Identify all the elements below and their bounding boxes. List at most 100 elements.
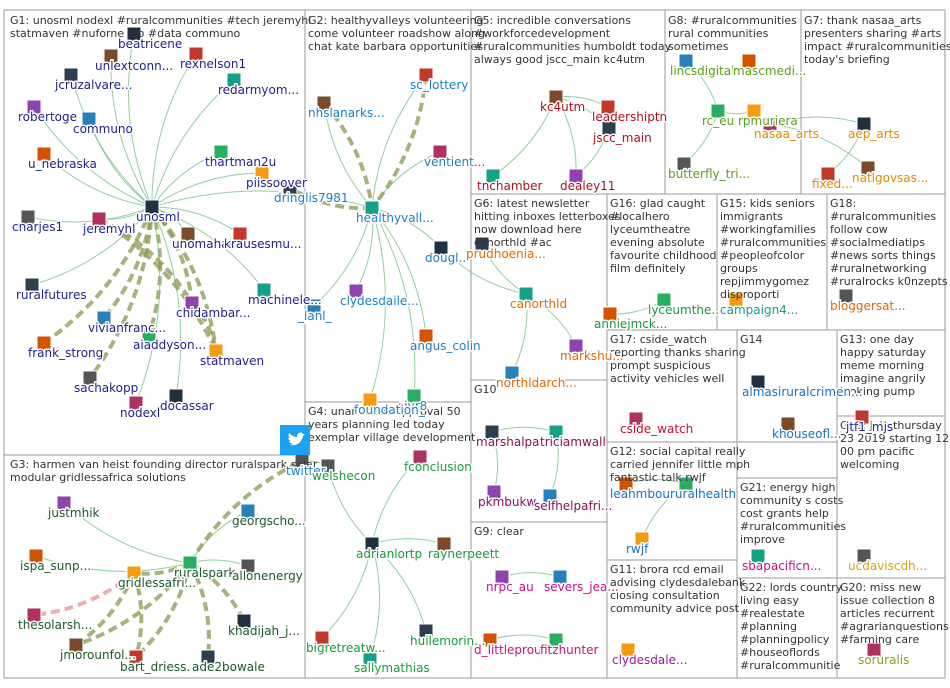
node-avatar-krausesmu[interactable] bbox=[232, 226, 248, 242]
node-avatar-d-littleprou[interactable] bbox=[482, 632, 498, 648]
node-avatar-chidambar[interactable] bbox=[184, 295, 200, 311]
node-label-communo[interactable]: communo bbox=[72, 121, 135, 138]
node-avatar-sjvr8[interactable] bbox=[406, 388, 422, 404]
node-avatar-pkmbukw[interactable] bbox=[486, 484, 502, 500]
node-label-raynerpeett[interactable]: raynerpeett bbox=[427, 546, 501, 563]
node-label-khouseofl[interactable]: khouseofl... bbox=[771, 426, 843, 443]
node-avatar-cnarjes1[interactable] bbox=[20, 209, 36, 225]
node-avatar-machinele[interactable] bbox=[256, 282, 272, 298]
node-label-twitter[interactable]: twitter bbox=[285, 463, 328, 480]
node-avatar-foundation[interactable] bbox=[362, 392, 378, 408]
node-avatar-kc4utm[interactable] bbox=[548, 89, 564, 105]
node-avatar-lanl[interactable] bbox=[306, 298, 322, 314]
node-label-unomahac[interactable]: unomahac... bbox=[171, 236, 249, 253]
node-label-u-nebraska[interactable]: u_nebraska bbox=[27, 156, 99, 173]
node-avatar-adrianlortp[interactable] bbox=[364, 536, 380, 552]
node-avatar-nrpc-au[interactable] bbox=[494, 569, 510, 585]
node-avatar-anniejmck[interactable] bbox=[602, 306, 618, 322]
node-avatar-gridlessafri[interactable] bbox=[126, 565, 142, 581]
node-avatar-selfhelpafri[interactable] bbox=[542, 488, 558, 504]
node-avatar-khouseofl[interactable] bbox=[780, 416, 796, 432]
node-avatar-unomahac[interactable] bbox=[180, 226, 196, 242]
node-label-bigretreatw[interactable]: bigretreatw... bbox=[305, 640, 388, 657]
node-label-frank-strong[interactable]: frank_strong bbox=[27, 345, 105, 362]
node-label-beatricene[interactable]: beatricene bbox=[117, 36, 184, 53]
node-avatar-ventient[interactable] bbox=[432, 144, 448, 160]
node-avatar-prudhoenia[interactable] bbox=[474, 236, 490, 252]
node-label-jcruzalvare[interactable]: jcruzalvare... bbox=[53, 77, 134, 94]
node-avatar-sachakopp[interactable] bbox=[82, 370, 98, 386]
node-avatar-frank-strong[interactable] bbox=[36, 335, 52, 351]
node-avatar-sbapacificn[interactable] bbox=[750, 548, 766, 564]
node-label-statmaven[interactable]: statmaven bbox=[199, 353, 266, 370]
node-avatar-butterfly-tri[interactable] bbox=[676, 156, 692, 172]
node-label-robertoge[interactable]: robertoge bbox=[17, 109, 79, 126]
node-label-prudhoenia[interactable]: prudhoenia... bbox=[465, 246, 548, 263]
node-label-rc-eu[interactable]: rc_eu bbox=[701, 113, 736, 130]
node-avatar-bart-driess[interactable] bbox=[128, 649, 144, 665]
node-label-ruralhealth[interactable]: ruralhealth bbox=[669, 486, 738, 503]
node-avatar-justmhik[interactable] bbox=[56, 495, 72, 511]
node-avatar-beatricene[interactable] bbox=[126, 26, 142, 42]
node-avatar-thesolarsh[interactable] bbox=[26, 607, 42, 623]
node-label-piissoover[interactable]: piissoover bbox=[245, 175, 309, 192]
node-avatar-jeremyhl[interactable] bbox=[91, 211, 107, 227]
node-avatar-natlgovsas[interactable] bbox=[860, 160, 876, 176]
node-avatar-triciamwall[interactable] bbox=[548, 424, 564, 440]
node-label-gridlessafri[interactable]: gridlessafri... bbox=[117, 575, 198, 592]
node-label-butterfly-tri[interactable]: butterfly_tri... bbox=[667, 166, 752, 183]
node-avatar-northldarch[interactable] bbox=[504, 365, 520, 381]
node-label-unlextconn[interactable]: unlextconn... bbox=[94, 58, 175, 75]
node-label-dealey11[interactable]: dealey11 bbox=[559, 178, 617, 195]
node-label-aep-arts[interactable]: aep_arts bbox=[847, 126, 902, 143]
node-avatar-mascmedi[interactable] bbox=[741, 53, 757, 69]
node-label-ucdaviscdh[interactable]: ucdaviscdh... bbox=[847, 558, 929, 575]
node-avatar-dealey11[interactable] bbox=[568, 168, 584, 184]
node-avatar-huilemorin[interactable] bbox=[418, 623, 434, 639]
node-label-markshu[interactable]: markshu... bbox=[559, 348, 626, 365]
node-label-sjvr8[interactable]: sjvr8 bbox=[397, 398, 429, 415]
node-label-anniejmck[interactable]: anniejmck... bbox=[593, 316, 669, 333]
node-label-selfhelpafri[interactable]: selfhelpafri... bbox=[533, 498, 614, 515]
node-avatar-clydesdale[interactable] bbox=[620, 642, 636, 658]
node-label-nasaa-arts[interactable]: nasaa_arts bbox=[753, 126, 821, 143]
node-label-ventient[interactable]: ventient... bbox=[423, 154, 487, 171]
node-avatar-unlextconn[interactable] bbox=[103, 48, 119, 64]
node-label-bloggersat[interactable]: bloggersat... bbox=[829, 298, 908, 315]
node-avatar-rpmuriera[interactable] bbox=[746, 103, 762, 119]
node-avatar-sallymathias[interactable] bbox=[362, 650, 378, 666]
node-label-nodexl[interactable]: nodexl bbox=[119, 405, 162, 422]
node-avatar-markshu[interactable] bbox=[568, 338, 584, 354]
node-label-campaign4[interactable]: campaign4... bbox=[719, 302, 800, 319]
node-label-angus-colin[interactable]: angus_colin bbox=[409, 338, 483, 355]
node-avatar-fconclusion[interactable] bbox=[412, 449, 428, 465]
node-avatar-jscc-main[interactable] bbox=[601, 120, 617, 136]
node-avatar-rc-eu[interactable] bbox=[710, 103, 726, 119]
node-avatar-unosml[interactable] bbox=[144, 199, 160, 215]
node-avatar-leadershiptn[interactable] bbox=[600, 99, 616, 115]
node-avatar-redarmyom[interactable] bbox=[226, 72, 242, 88]
node-label-vivianfranc[interactable]: vivianfranc... bbox=[87, 320, 168, 337]
node-avatar-thartman2u[interactable] bbox=[213, 144, 229, 160]
node-label-thesolarsh[interactable]: thesolarsh... bbox=[17, 617, 94, 634]
node-label-severs-jea[interactable]: severs_jea... bbox=[543, 579, 621, 596]
node-avatar-docassar[interactable] bbox=[168, 388, 184, 404]
node-avatar-tnchamber[interactable] bbox=[485, 168, 501, 184]
node-label-almasiruralcrimen[interactable]: almasiruralcrimen... bbox=[741, 384, 864, 401]
node-label-mascmedi[interactable]: mascmedi... bbox=[732, 63, 808, 80]
node-label-leahmbou[interactable]: leahmbou... bbox=[609, 486, 683, 503]
node-label-adrianlortp[interactable]: adrianlortp bbox=[355, 546, 424, 563]
node-label-healthyvall[interactable]: healthyvall... bbox=[355, 210, 436, 227]
node-label-d-littleprou[interactable]: d_littleprou bbox=[473, 642, 544, 659]
node-label-soruralis[interactable]: soruralis bbox=[857, 652, 911, 669]
node-label-ispa-sunp[interactable]: ispa_sunp... bbox=[19, 558, 93, 575]
node-label-welshecon[interactable]: welshecon bbox=[311, 468, 377, 485]
node-avatar-nhslanarks[interactable] bbox=[316, 95, 332, 111]
node-label-lyceumthe[interactable]: lyceumthe... bbox=[647, 302, 725, 319]
node-label-fitzhunter[interactable]: fitzhunter bbox=[539, 642, 600, 659]
node-avatar-welshecon[interactable] bbox=[320, 458, 336, 474]
node-label-dougl[interactable]: dougl... bbox=[424, 250, 472, 267]
node-label-sachakopp[interactable]: sachakopp bbox=[73, 380, 140, 397]
node-label-lincsdigital[interactable]: lincsdigital bbox=[669, 63, 736, 80]
node-avatar-sc-lottery[interactable] bbox=[418, 67, 434, 83]
